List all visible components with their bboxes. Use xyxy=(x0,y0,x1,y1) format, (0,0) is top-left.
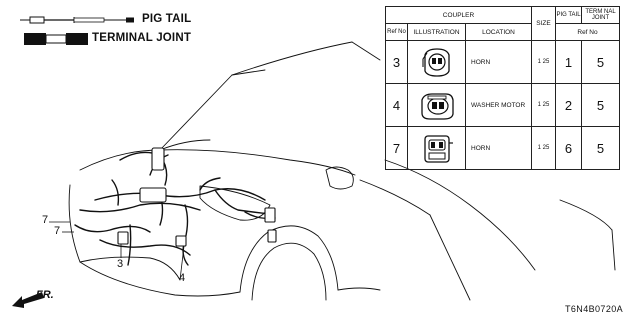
horn-coupler-icon xyxy=(423,135,453,163)
front-direction-arrow-icon xyxy=(12,292,44,308)
header-terminal-joint: TERM NAL JOINT xyxy=(581,6,620,24)
wiring-harness xyxy=(74,151,276,266)
header-size: SIZE xyxy=(531,6,556,41)
header-ref-no: Ref No xyxy=(385,23,408,41)
table-header-row-1: COUPLER SIZE PIG TAIL TERM NAL JOINT xyxy=(385,6,620,41)
row-illustration xyxy=(407,126,466,170)
row-location: WASHER MOTOR xyxy=(465,83,532,127)
row-terminal-joint: 5 xyxy=(581,126,620,170)
pig-tail-icon xyxy=(20,16,134,24)
front-direction-label: FR. xyxy=(36,289,54,301)
row-illustration xyxy=(407,40,466,84)
header-ref-no-2: Ref No xyxy=(555,23,620,41)
callout-7-lower: 7 xyxy=(54,225,61,237)
row-terminal-joint: 5 xyxy=(581,83,620,127)
row-location: HORN xyxy=(465,40,532,84)
table-row: 4 WASHER MOTOR 1 25 2 5 xyxy=(385,83,620,127)
terminal-joint-legend-label: TERMINAL JOINT xyxy=(92,32,192,44)
row-size: 1 25 xyxy=(531,83,556,127)
row-terminal-joint: 5 xyxy=(581,40,620,84)
coupler-table: COUPLER SIZE PIG TAIL TERM NAL JOINT Ref… xyxy=(385,6,620,170)
a-pillar xyxy=(159,74,233,151)
callout-7-upper: 7 xyxy=(42,214,49,226)
horn-coupler-icon xyxy=(421,48,450,77)
washer-motor-coupler-icon xyxy=(420,93,454,120)
table-row: 7 HORN 1 25 6 5 xyxy=(385,126,620,170)
legend-symbols xyxy=(20,16,134,45)
row-size: 1 25 xyxy=(531,126,556,170)
catalog-code: T6N4B0720A xyxy=(565,304,624,314)
header-illustration: ILLUSTRATION xyxy=(407,23,466,41)
harness-connectors xyxy=(117,147,277,247)
row-illustration xyxy=(407,83,466,127)
row-ref: 3 xyxy=(385,40,408,84)
row-size: 1 25 xyxy=(531,40,556,84)
table-header-row-2: Ref No ILLUSTRATION LOCATION Ref No xyxy=(385,23,620,41)
pig-tail-legend-label: PIG TAIL xyxy=(142,13,192,25)
callout-leaders xyxy=(49,221,185,281)
callout-3: 3 xyxy=(117,258,124,270)
header-pig-tail: PIG TAIL xyxy=(555,6,582,24)
row-ref: 4 xyxy=(385,83,408,127)
roof-line xyxy=(231,41,353,76)
terminal-joint-icon xyxy=(24,33,88,45)
car-harness-illustration xyxy=(49,41,616,301)
callout-4: 4 xyxy=(179,272,186,284)
row-ref: 7 xyxy=(385,126,408,170)
table-row: 3 HORN 1 25 1 5 xyxy=(385,40,620,84)
row-pig-tail: 2 xyxy=(555,83,582,127)
row-pig-tail: 1 xyxy=(555,40,582,84)
row-location: HORN xyxy=(465,126,532,170)
header-coupler: COUPLER xyxy=(385,6,532,24)
header-location: LOCATION xyxy=(465,23,532,41)
row-pig-tail: 6 xyxy=(555,126,582,170)
